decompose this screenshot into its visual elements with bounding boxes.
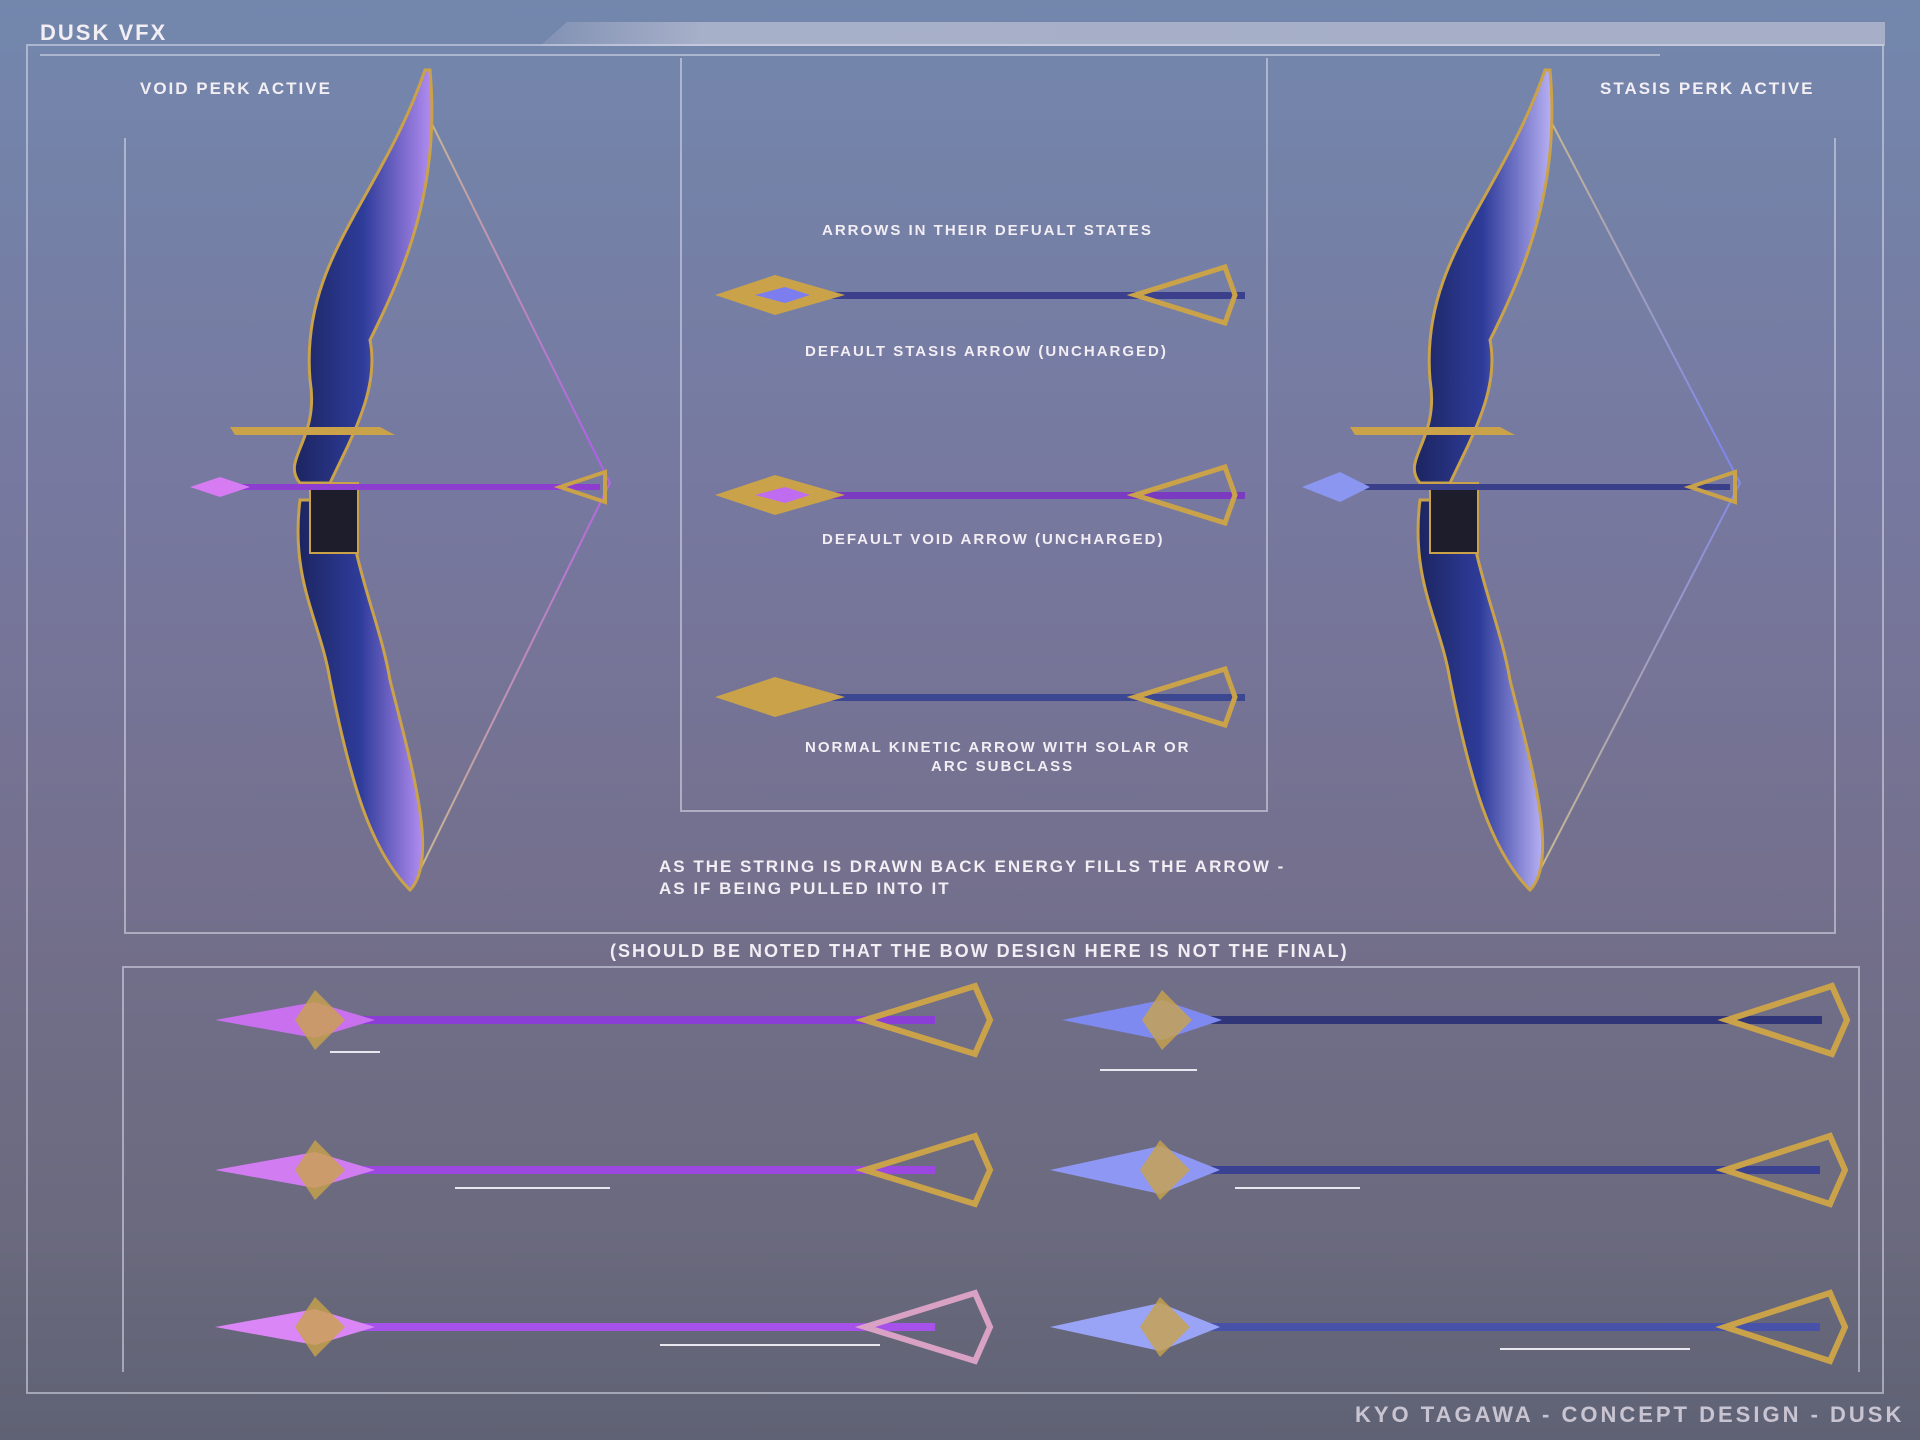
energy-note-line1: AS THE STRING IS DRAWN BACK ENERGY FILLS… xyxy=(659,857,1286,876)
bow-disclaimer: (SHOULD BE NOTED THAT THE BOW DESIGN HER… xyxy=(610,941,1349,961)
void-charge-arrow-2 xyxy=(215,1132,994,1208)
stasis-charge-arrow-2 xyxy=(1050,1132,1849,1208)
void-bow-illustration xyxy=(190,68,612,893)
outer-frame xyxy=(26,44,1884,1394)
stasis-charge-arrow-1 xyxy=(1062,982,1851,1071)
stasis-perk-label: STASIS PERK ACTIVE xyxy=(1600,79,1815,98)
title-bar-banner xyxy=(540,22,1885,46)
energy-note-line2: AS IF BEING PULLED INTO IT xyxy=(659,879,951,898)
void-arrow-caption: DEFAULT VOID ARROW (UNCHARGED) xyxy=(822,531,1165,548)
upper-panel-frame xyxy=(124,138,1836,934)
kinetic-arrow-caption-line2: ARC SUBCLASS xyxy=(931,758,1075,775)
kinetic-arrow xyxy=(715,665,1245,729)
header-underline xyxy=(40,54,1660,56)
stasis-charge-arrow-3 xyxy=(1050,1289,1849,1365)
kinetic-arrow-caption-line1: NORMAL KINETIC ARROW WITH SOLAR OR xyxy=(805,739,1191,756)
stasis-bow-illustration xyxy=(1302,68,1742,893)
footer-credit: KYO TAGAWA - CONCEPT DESIGN - DUSK xyxy=(1355,1402,1905,1427)
stasis-arrow-caption: DEFAULT STASIS ARROW (UNCHARGED) xyxy=(805,343,1168,360)
void-perk-label: VOID PERK ACTIVE xyxy=(140,79,332,98)
void-charge-arrow-1 xyxy=(215,982,994,1058)
default-stasis-arrow xyxy=(715,263,1245,327)
void-charge-arrow-3 xyxy=(215,1289,994,1365)
default-arrows-heading: ARROWS IN THEIR DEFUALT STATES xyxy=(822,222,1153,239)
lower-panel-frame xyxy=(122,966,1860,1372)
default-void-arrow xyxy=(715,463,1245,527)
center-panel-frame xyxy=(680,58,1268,812)
page-title: DUSK VFX xyxy=(40,20,168,45)
